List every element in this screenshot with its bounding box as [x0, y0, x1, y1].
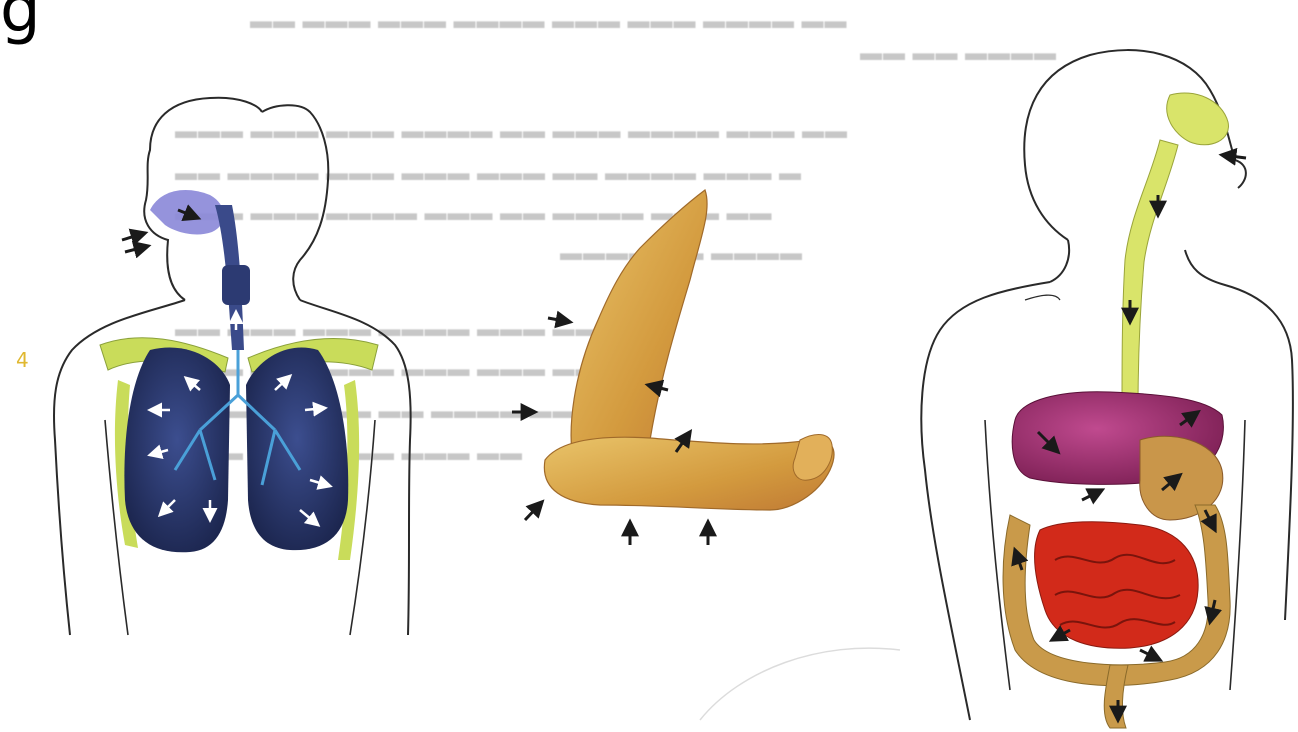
head-outline	[262, 105, 328, 300]
arrow-icon	[125, 246, 148, 252]
right-lung	[246, 348, 348, 551]
arrow-icon	[1082, 490, 1102, 500]
arrow-icon	[1222, 155, 1246, 158]
oral-cavity	[1167, 93, 1229, 145]
faint-sketch-line	[700, 648, 900, 720]
rectum	[1104, 665, 1128, 728]
left-lung	[124, 348, 230, 553]
arrow-icon	[548, 318, 570, 322]
arrow-icon	[1140, 650, 1160, 660]
esophagus	[1122, 140, 1178, 410]
respiratory-figure	[54, 98, 411, 635]
arrow-icon	[122, 233, 145, 240]
head-outline	[1024, 50, 1246, 240]
small-intestine	[1035, 522, 1199, 649]
ribline	[1025, 295, 1060, 300]
inner-line-right	[1230, 420, 1245, 690]
arm-figure	[512, 190, 834, 545]
forearm	[544, 437, 834, 510]
larynx	[222, 265, 250, 305]
digestive-figure	[921, 50, 1293, 728]
arrow-icon	[525, 502, 542, 520]
upper-arm	[571, 190, 707, 470]
neck-outline	[1050, 240, 1069, 282]
